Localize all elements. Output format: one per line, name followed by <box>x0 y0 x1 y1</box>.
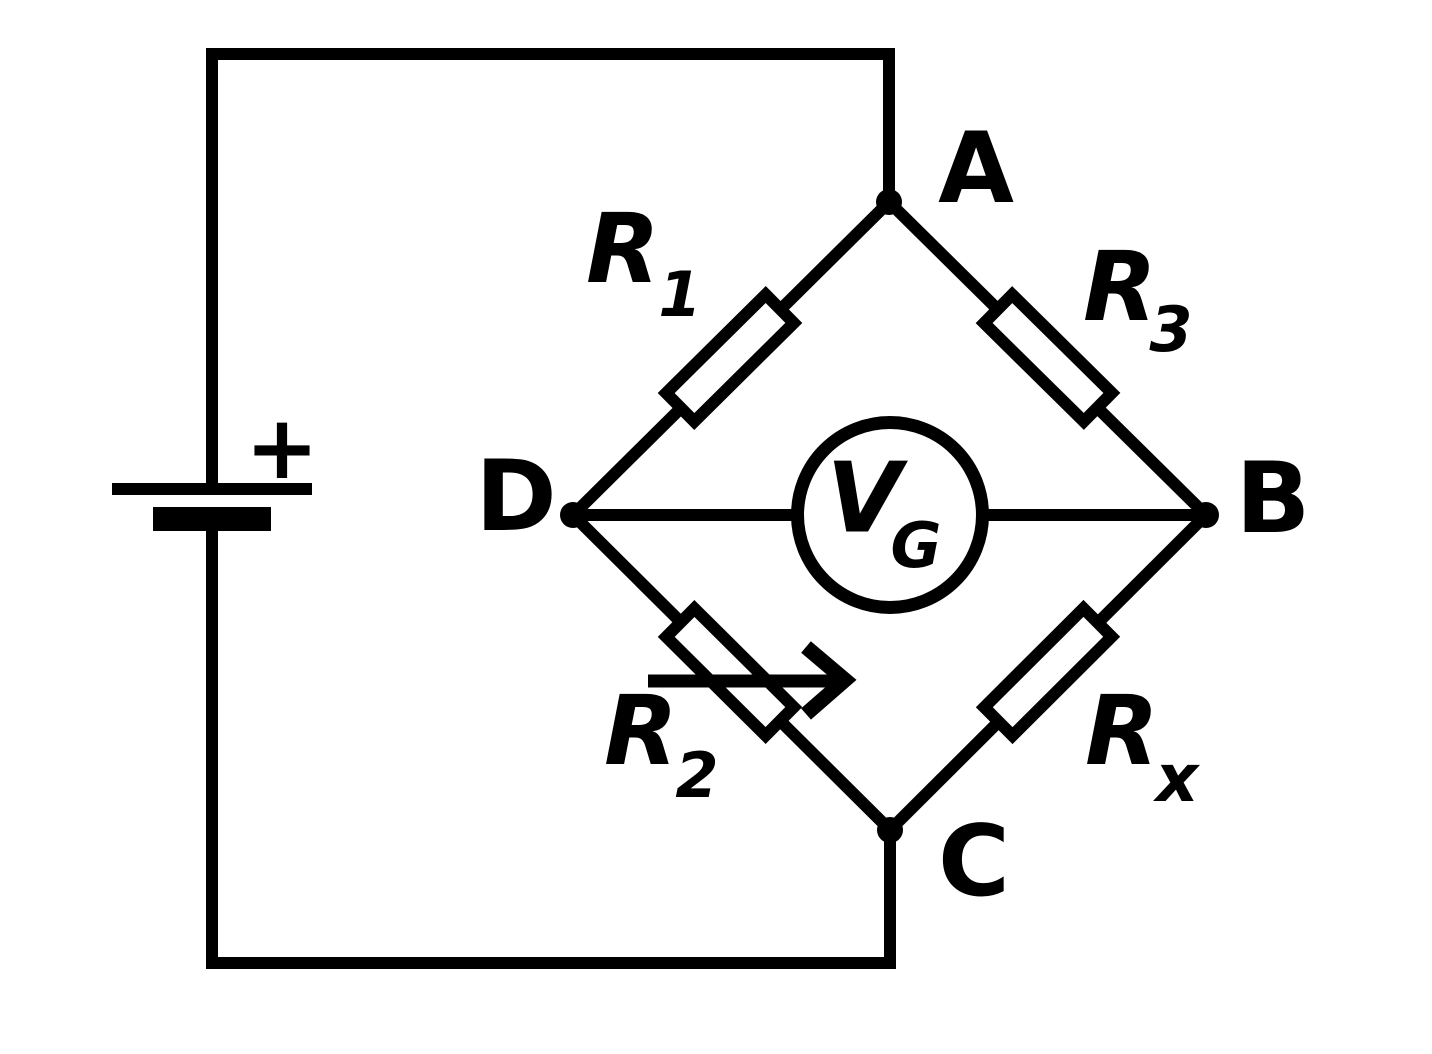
wire-battery-positive-to-node-a <box>206 48 895 489</box>
node-dot-b <box>1193 502 1219 528</box>
resistor-rx-subscript: x <box>1155 740 1199 817</box>
resistor-r2-subscript: 2 <box>675 739 719 812</box>
variable-resistor-arrow-icon <box>648 641 857 720</box>
node-dot-c <box>877 817 903 843</box>
resistor-r2-body <box>657 599 803 745</box>
node-dot-d <box>560 502 586 528</box>
resistor-rx-label: R <box>1085 675 1159 787</box>
resistor-r2-label: R <box>604 675 678 787</box>
node-label-c: C <box>938 805 1010 919</box>
battery-plus-sign: + <box>245 396 319 499</box>
battery-icon <box>112 483 312 531</box>
galvanometer-subscript: G <box>890 509 942 582</box>
resistor-r1-label: R <box>586 193 660 305</box>
galvanometer-circle <box>791 416 989 614</box>
node-dot-a <box>876 189 902 215</box>
resistor-rx-body <box>975 599 1121 745</box>
node-label-d: D <box>475 440 557 554</box>
resistor-r3-body <box>975 286 1121 430</box>
resistor-r3-label: R <box>1083 231 1157 343</box>
wire-battery-negative-to-node-c <box>206 519 896 969</box>
resistor-r1-subscript: 1 <box>658 258 702 331</box>
galvanometer-label: V <box>826 441 902 555</box>
node-label-a: A <box>938 112 1014 226</box>
arrow-head <box>801 641 857 720</box>
resistor-r1-body <box>657 286 803 430</box>
node-label-b: B <box>1235 442 1311 556</box>
resistor-r3-subscript: 3 <box>1149 293 1193 366</box>
